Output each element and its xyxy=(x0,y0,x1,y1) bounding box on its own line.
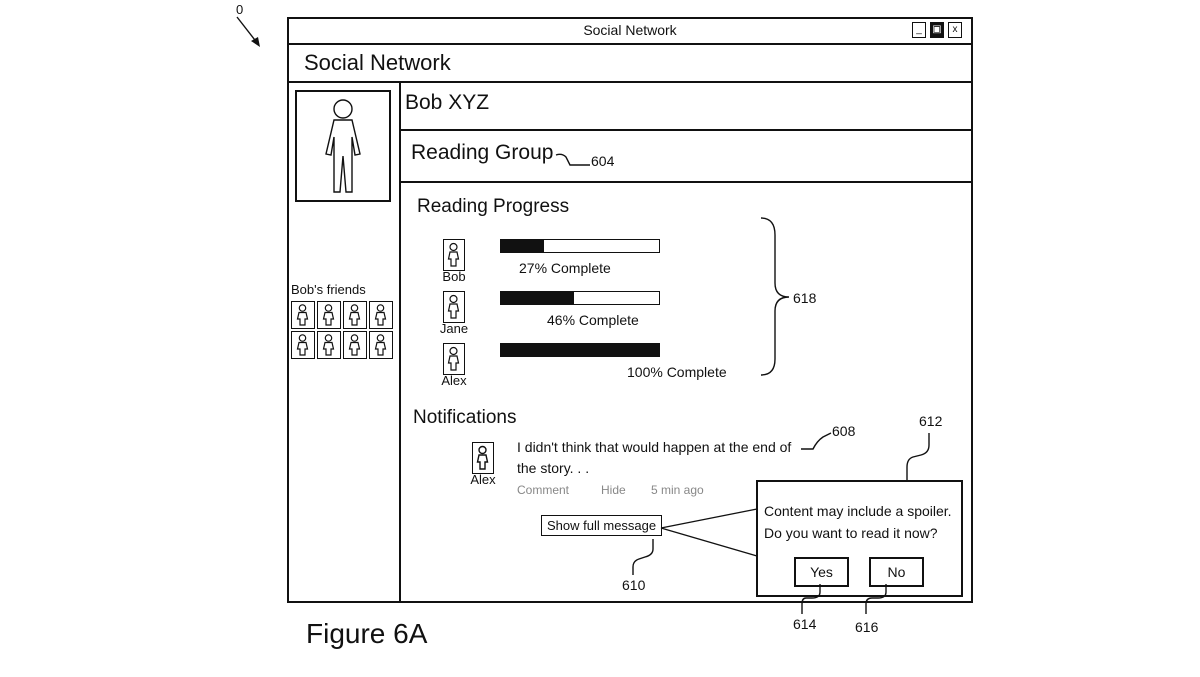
reference-arrow-icon xyxy=(234,14,264,50)
timestamp: 5 min ago xyxy=(651,483,704,497)
friend-avatar[interactable] xyxy=(343,301,367,329)
avatar[interactable] xyxy=(443,239,465,271)
avatar[interactable] xyxy=(443,343,465,375)
notifications-title: Notifications xyxy=(413,407,517,429)
app-window: Social Network _ ▣ x Social Network Bob'… xyxy=(287,17,973,603)
spoiler-dialog: Content may include a spoiler. Do you wa… xyxy=(756,480,963,597)
person-icon xyxy=(318,302,339,327)
person-icon xyxy=(473,443,492,472)
member-name: Bob xyxy=(434,269,474,284)
person-icon xyxy=(370,302,391,327)
callout-line-icon xyxy=(899,431,949,483)
person-icon xyxy=(292,302,313,327)
notification-author[interactable]: Alex xyxy=(463,472,503,487)
group-name[interactable]: Reading Group xyxy=(411,141,553,165)
member-name: Jane xyxy=(434,321,474,336)
profile-sidebar: Bob's friends xyxy=(289,83,401,601)
person-icon xyxy=(444,292,463,321)
progress-label: 100% Complete xyxy=(627,364,727,380)
person-icon xyxy=(292,332,313,357)
avatar[interactable] xyxy=(472,442,494,474)
spoiler-dialog-message: Content may include a spoiler. Do you wa… xyxy=(764,500,960,544)
callout-line-icon xyxy=(790,582,900,618)
spoiler-dialog-line-1: Content may include a spoiler. xyxy=(764,500,960,522)
minimize-button[interactable]: _ xyxy=(912,22,926,38)
progress-bar xyxy=(500,291,660,305)
friend-avatar[interactable] xyxy=(369,301,393,329)
progress-label: 46% Complete xyxy=(547,312,639,328)
comment-link[interactable]: Comment xyxy=(517,483,569,497)
person-icon xyxy=(344,302,365,327)
reference-number-616: 616 xyxy=(855,619,878,635)
progress-bar-fill xyxy=(501,292,574,304)
window-title: Social Network xyxy=(289,22,971,38)
notification-line-1: I didn't think that would happen at the … xyxy=(517,437,817,458)
window-title-bar: Social Network _ ▣ x xyxy=(289,19,971,45)
reference-number-608: 608 xyxy=(832,423,855,439)
profile-name: Bob XYZ xyxy=(405,91,489,115)
show-full-message-button[interactable]: Show full message xyxy=(541,515,662,536)
friend-avatar[interactable] xyxy=(317,331,341,359)
profile-picture[interactable] xyxy=(295,90,391,202)
callout-line-icon xyxy=(799,427,835,453)
reference-number-612: 612 xyxy=(919,413,942,429)
group-row: Reading Group 604 xyxy=(401,131,971,183)
callout-line-icon xyxy=(617,537,661,577)
notification-line-2: the story. . . xyxy=(517,458,817,479)
progress-bar xyxy=(500,343,660,357)
person-icon xyxy=(444,344,463,373)
friend-avatar[interactable] xyxy=(291,331,315,359)
friend-avatar[interactable] xyxy=(291,301,315,329)
person-icon xyxy=(318,332,339,357)
close-button[interactable]: x xyxy=(948,22,962,38)
reference-number-618: 618 xyxy=(793,290,816,306)
notification-message: I didn't think that would happen at the … xyxy=(517,437,817,479)
avatar[interactable] xyxy=(443,291,465,323)
app-header-title: Social Network xyxy=(304,50,451,76)
reference-number-610: 610 xyxy=(622,577,645,593)
maximize-button[interactable]: ▣ xyxy=(930,22,944,38)
progress-bar xyxy=(500,239,660,253)
reference-number-604: 604 xyxy=(591,153,614,169)
friend-avatar[interactable] xyxy=(343,331,367,359)
progress-bar-fill xyxy=(501,344,659,356)
member-name: Alex xyxy=(434,373,474,388)
person-icon xyxy=(370,332,391,357)
person-icon xyxy=(344,332,365,357)
friends-grid xyxy=(291,301,395,359)
friend-avatar[interactable] xyxy=(369,331,393,359)
callout-line-icon xyxy=(554,149,594,171)
friend-avatar[interactable] xyxy=(317,301,341,329)
reference-number-614: 614 xyxy=(793,616,816,632)
person-icon xyxy=(444,240,463,269)
reading-progress-title: Reading Progress xyxy=(417,196,569,218)
connector-line-icon xyxy=(659,504,759,564)
spoiler-dialog-line-2: Do you want to read it now? xyxy=(764,522,960,544)
hide-link[interactable]: Hide xyxy=(601,483,626,497)
progress-label: 27% Complete xyxy=(519,260,611,276)
figure-caption: Figure 6A xyxy=(306,618,427,650)
friends-label: Bob's friends xyxy=(291,282,366,297)
profile-name-row: Bob XYZ xyxy=(401,83,971,131)
progress-bar-fill xyxy=(501,240,544,252)
app-header: Social Network xyxy=(289,45,971,83)
person-icon xyxy=(297,92,389,200)
